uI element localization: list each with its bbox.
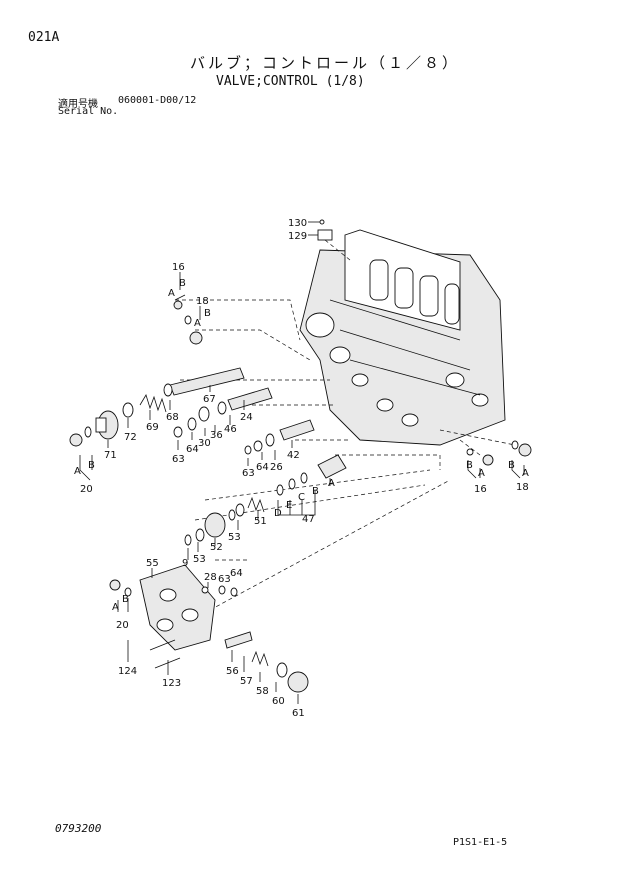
callout-28: 28: [204, 572, 217, 583]
callout-60: 60: [272, 696, 285, 707]
callout-24: 24: [240, 412, 253, 423]
letter-e-47: E: [286, 500, 292, 511]
callout-58: 58: [256, 686, 269, 697]
callout-36: 36: [210, 430, 223, 441]
letter-b-18: B: [204, 308, 211, 319]
callout-53-a: 53: [228, 532, 241, 543]
letter-b-18-lower: B: [508, 460, 515, 471]
letter-a-18-lower: A: [522, 468, 529, 479]
title-english: VALVE;CONTROL (1/8): [216, 74, 365, 89]
letter-b-20: B: [88, 460, 95, 471]
callout-63-c: 63: [218, 574, 231, 585]
callout-53-b: 53: [193, 554, 206, 565]
letter-b-47: B: [312, 486, 319, 497]
letter-a-16: A: [168, 288, 175, 299]
callout-46: 46: [224, 424, 237, 435]
callout-16-upper: 16: [172, 262, 185, 273]
serial-label-english: Serial No.: [58, 106, 119, 117]
control-valve-body: [299, 229, 506, 446]
letter-b-16-lower: B: [466, 460, 473, 471]
spool-assembly-67: [163, 367, 245, 397]
letter-a-18: A: [194, 318, 201, 329]
callout-20-lower: 20: [116, 620, 129, 631]
callout-64-a: 64: [186, 444, 199, 455]
callout-61: 61: [292, 708, 305, 719]
serial-label-japanese: 適用号機: [58, 99, 98, 110]
callout-63-a: 63: [172, 454, 185, 465]
callout-130: 130: [288, 218, 307, 229]
serial-range: 060001-D00/12: [118, 95, 197, 106]
cap-71: [95, 410, 119, 440]
footer-left-code: 0793200: [55, 822, 102, 835]
callout-9: 9: [182, 558, 188, 569]
letter-b-16: B: [179, 278, 186, 289]
callout-42: 42: [287, 450, 300, 461]
letter-a-16-lower: A: [478, 468, 485, 479]
spring-69: [139, 394, 167, 413]
letter-d-47: D: [274, 508, 282, 519]
callout-67: 67: [203, 394, 216, 405]
letter-a-20-lower: A: [112, 602, 119, 613]
callout-71: 71: [104, 450, 117, 461]
callout-30: 30: [198, 438, 211, 449]
valve-block-55: [139, 564, 216, 651]
callout-57: 57: [240, 676, 253, 687]
callout-18-lower: 18: [516, 482, 529, 493]
callout-51: 51: [254, 516, 267, 527]
callout-26: 26: [270, 462, 283, 473]
callout-16-lower: 16: [474, 484, 487, 495]
letter-a-47: A: [328, 478, 335, 489]
letter-c-47: C: [298, 492, 305, 503]
callout-55: 55: [146, 558, 159, 569]
callout-64-b: 64: [256, 462, 269, 473]
letter-b-20-lower: B: [122, 594, 129, 605]
page-code: 021A: [28, 30, 60, 45]
title-japanese: バルブ；コントロール（１／８）: [190, 54, 461, 72]
callout-18-upper: 18: [196, 296, 209, 307]
callout-72: 72: [124, 432, 137, 443]
callout-124: 124: [118, 666, 137, 677]
callout-64-c: 64: [230, 568, 243, 579]
callout-20-upper: 20: [80, 484, 93, 495]
callout-69: 69: [146, 422, 159, 433]
callout-129: 129: [288, 231, 307, 242]
callout-123: 123: [162, 678, 181, 689]
callout-47: 47: [302, 514, 315, 525]
callout-63-b: 63: [242, 468, 255, 479]
callout-56: 56: [226, 666, 239, 677]
callout-52: 52: [210, 542, 223, 553]
letter-a-20: A: [74, 466, 81, 477]
callout-68: 68: [166, 412, 179, 423]
footer-right-code: P1S1-E1-5: [453, 837, 508, 848]
